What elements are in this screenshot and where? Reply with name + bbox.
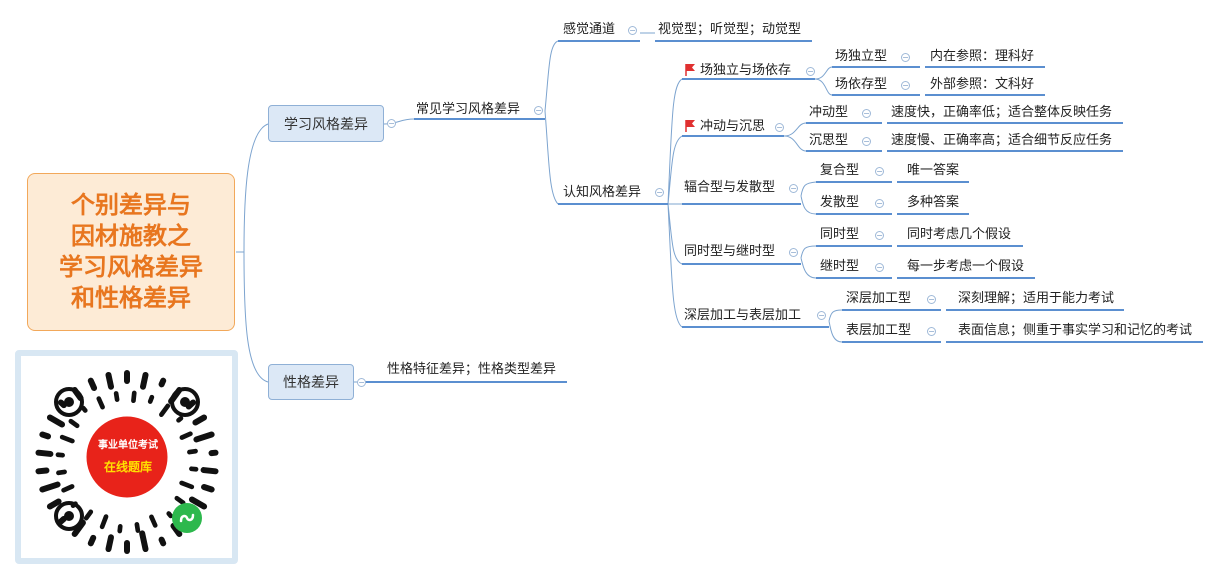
item-label[interactable]: 冲动型	[809, 105, 849, 120]
collapse-toggle-icon[interactable]	[789, 248, 798, 257]
item-label[interactable]: 沉思型	[809, 133, 849, 148]
collapse-toggle-icon[interactable]	[875, 263, 884, 272]
item-detail: 多种答案	[907, 195, 960, 210]
item-detail: 内在参照：理科好	[930, 49, 1035, 64]
subtopic-common[interactable]: 常见学习风格差异	[416, 102, 521, 117]
item-label[interactable]: 表层加工型	[846, 323, 912, 338]
collapse-toggle-icon[interactable]	[875, 199, 884, 208]
group-field[interactable]: 场独立与场依存	[700, 63, 792, 78]
collapse-toggle-icon[interactable]	[789, 184, 798, 193]
group-convergent[interactable]: 辐合型与发散型	[684, 180, 776, 195]
item-detail: 同时考虑几个假设	[907, 227, 1012, 242]
collapse-toggle-icon[interactable]	[387, 119, 396, 128]
collapse-toggle-icon[interactable]	[817, 311, 826, 320]
collapse-toggle-icon[interactable]	[806, 67, 815, 76]
qr-badge-line2: 在线题库	[103, 460, 152, 474]
group-deep-processing[interactable]: 深层加工与表层加工	[684, 308, 802, 323]
subtopic-cognitive[interactable]: 认知风格差异	[563, 185, 642, 200]
topic-personality-label: 性格差异	[283, 375, 339, 391]
collapse-toggle-icon[interactable]	[357, 378, 366, 387]
sensory-detail: 视觉型；听觉型；动觉型	[658, 22, 802, 37]
group-simultaneous[interactable]: 同时型与继时型	[684, 244, 776, 259]
collapse-toggle-icon[interactable]	[875, 167, 884, 176]
red-flag-icon	[685, 120, 695, 132]
item-label[interactable]: 深层加工型	[846, 291, 912, 306]
item-detail: 表面信息；侧重于事实学习和记忆的考试	[958, 323, 1193, 338]
collapse-toggle-icon[interactable]	[655, 188, 664, 197]
item-label[interactable]: 同时型	[820, 227, 860, 242]
item-label[interactable]: 复合型	[820, 163, 860, 178]
item-detail: 速度慢、正确率高；适合细节反应任务	[891, 133, 1113, 148]
item-detail: 速度快，正确率低；适合整体反映任务	[891, 105, 1113, 120]
qr-badge-line1: 事业单位考试	[98, 440, 158, 451]
personality-detail: 性格特征差异；性格类型差异	[387, 362, 557, 377]
collapse-toggle-icon[interactable]	[901, 81, 910, 90]
item-detail: 唯一答案	[907, 163, 960, 178]
item-label[interactable]: 继时型	[820, 259, 860, 274]
topic-learning-style-label: 学习风格差异	[284, 116, 368, 133]
collapse-toggle-icon[interactable]	[862, 137, 871, 146]
qr-code-image	[35, 370, 219, 554]
collapse-toggle-icon[interactable]	[862, 109, 871, 118]
subtopic-sensory[interactable]: 感觉通道	[563, 22, 616, 37]
item-detail: 外部参照：文科好	[930, 77, 1035, 92]
collapse-toggle-icon[interactable]	[875, 231, 884, 240]
red-flag-icon	[685, 64, 695, 76]
item-label[interactable]: 场依存型	[835, 77, 888, 92]
collapse-toggle-icon[interactable]	[775, 123, 784, 132]
collapse-toggle-icon[interactable]	[628, 26, 637, 35]
collapse-toggle-icon[interactable]	[901, 53, 910, 62]
collapse-toggle-icon[interactable]	[927, 295, 936, 304]
group-impulsive[interactable]: 冲动与沉思	[700, 119, 766, 134]
item-detail: 深刻理解；适用于能力考试	[958, 291, 1115, 306]
item-detail: 每一步考虑一个假设	[907, 259, 1025, 274]
item-label[interactable]: 发散型	[820, 195, 860, 210]
collapse-toggle-icon[interactable]	[927, 327, 936, 336]
root-title: 个别差异与 因材施教之 学习风格差异 和性格差异	[59, 191, 203, 312]
item-label[interactable]: 场独立型	[835, 49, 888, 64]
topic-personality[interactable]: 性格差异	[268, 364, 354, 400]
root-topic[interactable]: 个别差异与 因材施教之 学习风格差异 和性格差异	[27, 173, 235, 331]
topic-learning-style[interactable]: 学习风格差异	[268, 105, 384, 142]
collapse-toggle-icon[interactable]	[534, 106, 543, 115]
